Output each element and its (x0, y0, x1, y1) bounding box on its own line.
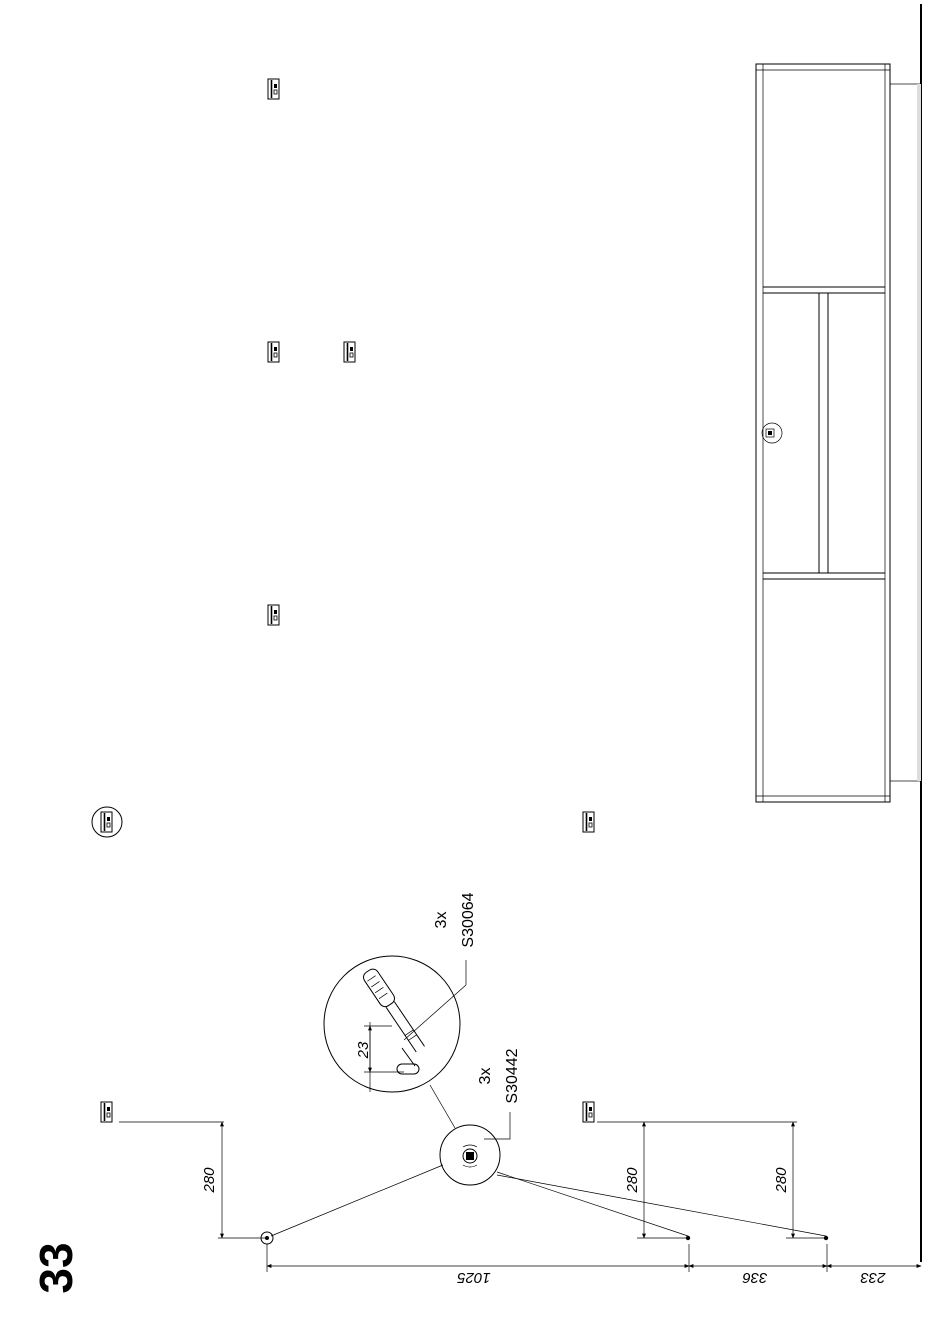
dim-label-bottom-mid: 336 (742, 1269, 768, 1286)
wall-plug-quantity: 3x (433, 912, 450, 929)
dim-label-detail-depth: 23 (355, 1041, 372, 1059)
dim-label-vertical-right: 280 (773, 1167, 790, 1194)
step-number: 33 (30, 1242, 82, 1293)
circled-hinge-icon (92, 807, 122, 837)
bracket-detail (440, 1125, 500, 1185)
dim-label-vertical-mid: 280 (624, 1167, 641, 1194)
bracket-quantity: 3x (477, 1068, 494, 1085)
hinge-marker-icon (583, 1102, 594, 1122)
drill-point-icon (824, 1236, 828, 1240)
cabinet (756, 64, 921, 802)
hinge-marker-icon (268, 605, 279, 625)
hinge-marker-icon (583, 812, 594, 832)
hinge-marker-icon (101, 1102, 112, 1122)
wall-plug-code: S30064 (460, 892, 477, 947)
lock-icon (762, 423, 782, 443)
hinge-marker-icon (268, 79, 279, 99)
drill-point-icon (686, 1236, 690, 1240)
plug-detail-magnifier (324, 956, 460, 1092)
dim-label-bottom-right: 233 (860, 1269, 887, 1286)
dim-label-bottom-left: 1025 (457, 1269, 491, 1286)
hinge-marker-icon (344, 342, 355, 362)
bracket-code: S30442 (504, 1048, 521, 1103)
hinge-marker-icon (268, 342, 279, 362)
dim-label-vertical-left: 280 (201, 1167, 218, 1194)
